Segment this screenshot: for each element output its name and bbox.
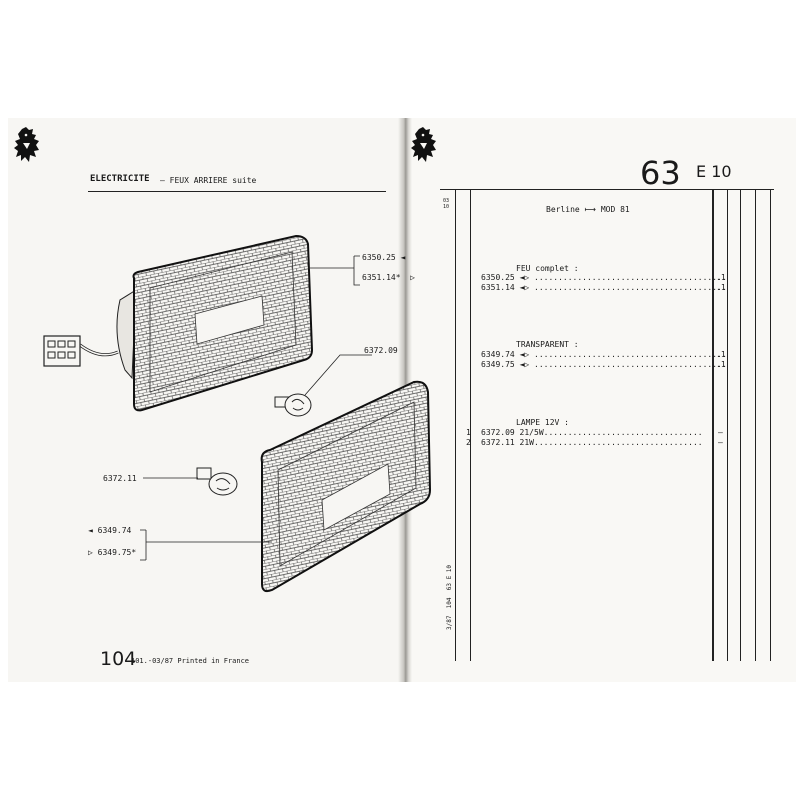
left-page xyxy=(8,118,406,682)
table-row: 6372.09 21/5W...........................… xyxy=(481,428,703,437)
bulb-21w xyxy=(196,467,238,496)
row-index: 2 xyxy=(466,438,471,447)
section-subtitle: – FEUX ARRIERE suite xyxy=(160,176,257,185)
group-code: E 10 xyxy=(696,162,732,181)
col-rule-4 xyxy=(727,189,728,661)
table-row: 6350.25 ◄▷ .............................… xyxy=(481,273,727,282)
qty-cell: .1 xyxy=(716,283,726,292)
bulb-21-5w xyxy=(274,393,312,417)
callout-6350-25: 6350.25 ◄ xyxy=(362,253,406,262)
col-rule-1 xyxy=(455,189,456,661)
callout-6349-75: ▷ 6349.75* xyxy=(88,548,137,557)
col-rule-6 xyxy=(755,189,756,661)
section-title: ELECTRICITE xyxy=(90,174,150,184)
margin-code-top: 03 10 xyxy=(443,198,450,210)
margin-code-bottom: 3/87 104 63 E 10 xyxy=(446,564,453,630)
right-page xyxy=(404,118,796,682)
table-row: 6372.11 21W.............................… xyxy=(481,438,703,447)
peugeot-lion-logo-right xyxy=(411,127,436,162)
table-row: 6351.14 ◄▷ .............................… xyxy=(481,283,727,292)
group-title-lampe-12v: LAMPE 12V : xyxy=(516,418,569,427)
callout-6372-09: 6372.09 xyxy=(364,346,398,355)
callout-6351-14: 6351.14* ▷ xyxy=(362,273,415,282)
qty-mark: – xyxy=(718,428,723,437)
table-row: 6349.75 ◄▷ .............................… xyxy=(481,360,727,369)
model-header: Berline ⟼ MOD 81 xyxy=(546,205,630,214)
header-rule-right xyxy=(440,189,774,190)
col-rule-7 xyxy=(770,189,771,661)
group-title-transparent: TRANSPARENT : xyxy=(516,340,579,349)
qty-cell: .1 xyxy=(716,350,726,359)
lens xyxy=(260,380,432,593)
col-rule-3 xyxy=(712,189,714,661)
qty-cell: .1 xyxy=(716,273,726,282)
col-rule-2 xyxy=(470,189,471,661)
callout-6372-11: 6372.11 xyxy=(103,474,137,483)
qty-mark: – xyxy=(718,438,723,447)
footer-text: 101.-03/87 Printed in France xyxy=(131,657,250,665)
page-number: 104 xyxy=(100,648,137,670)
group-number: 63 xyxy=(640,154,681,192)
header-rule xyxy=(88,191,386,192)
row-index: 1 xyxy=(466,428,471,437)
peugeot-lion-logo-left xyxy=(14,127,39,162)
col-rule-5 xyxy=(740,189,741,661)
group-title-feu-complet: FEU complet : xyxy=(516,264,579,273)
qty-cell: .1 xyxy=(716,360,726,369)
table-row: 6349.74 ◄▷ .............................… xyxy=(481,350,727,359)
callout-6349-74: ◄ 6349.74 xyxy=(88,526,132,535)
